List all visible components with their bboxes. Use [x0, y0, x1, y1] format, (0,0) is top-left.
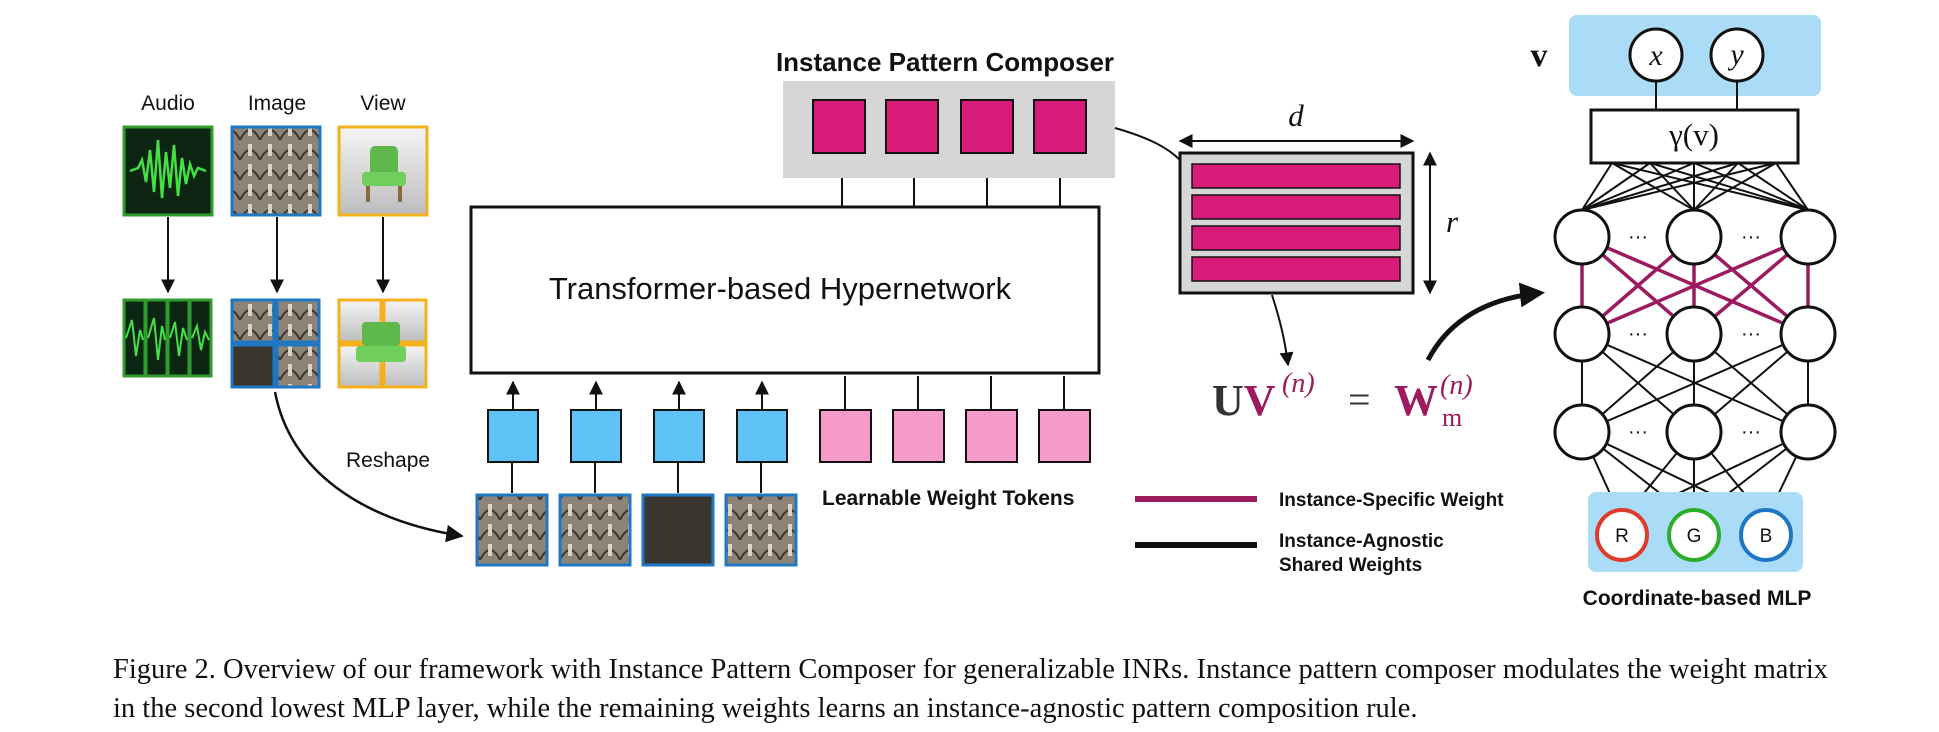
modulation-equation: UV (n) = W (n) m: [1212, 368, 1473, 432]
shared-connection: [1581, 333, 1809, 433]
eq-v: V: [1244, 376, 1276, 425]
image-sample-photo: [230, 125, 322, 217]
neuron-node: [1553, 208, 1611, 266]
view-patches: [337, 298, 428, 389]
encoding-connection: [1581, 162, 1695, 211]
r-symbol: r: [1446, 204, 1459, 239]
neuron-node: [1665, 305, 1723, 363]
output-label-g: G: [1687, 526, 1702, 547]
neuron-node: [1779, 305, 1837, 363]
mlp-title: Coordinate-based MLP: [1583, 587, 1812, 610]
encoding-connection: [1649, 162, 1809, 211]
view-label: View: [360, 92, 406, 115]
encoding-connection: [1581, 162, 1739, 211]
encoding-connection: [1693, 162, 1777, 211]
composer-title: Instance Pattern Composer: [776, 47, 1114, 77]
audio-patches: [122, 298, 213, 378]
image-patches: [230, 298, 321, 389]
eq-w-subscript: m: [1442, 403, 1462, 432]
neuron-node: [1665, 403, 1723, 461]
legend-agnostic-label-1: Instance-Agnostic: [1279, 531, 1444, 552]
neuron-node: [1779, 403, 1837, 461]
eq-w: W: [1394, 376, 1438, 425]
overview-diagram: Audio Image View: [122, 15, 1837, 610]
neuron-ellipsis: ···: [1628, 421, 1648, 443]
neuron-node: [1553, 403, 1611, 461]
encoding-connection: [1775, 162, 1809, 211]
matrix-to-equation-arrow: [1271, 294, 1294, 367]
neuron-node: [1779, 208, 1837, 266]
encoding-connection: [1581, 162, 1613, 211]
output-label-r: R: [1615, 526, 1629, 547]
weight-tokens-label: Learnable Weight Tokens: [822, 487, 1074, 510]
audio-sample-image: [122, 125, 214, 217]
instance-pattern-composer: [783, 81, 1115, 178]
output-label-b: B: [1760, 526, 1773, 547]
equation-to-mlp-arrow: [1425, 282, 1545, 362]
neuron-ellipsis: ···: [1741, 421, 1761, 443]
input-x-node: [1628, 27, 1684, 83]
reshape-label: Reshape: [346, 449, 430, 472]
instance-specific-connection: [1581, 235, 1809, 336]
neuron-node: [1665, 208, 1723, 266]
d-symbol: d: [1288, 98, 1304, 133]
audio-label: Audio: [141, 92, 195, 115]
learnable-weight-tokens: [819, 376, 1091, 463]
neuron-node: [1553, 305, 1611, 363]
output-node-g: [1667, 508, 1721, 562]
composer-connector: [1114, 127, 1181, 161]
eq-v-superscript: (n): [1282, 368, 1315, 399]
eq-equals: =: [1348, 377, 1371, 422]
input-tokens: [487, 380, 788, 493]
figure-caption: Figure 2. Overview of our framework with…: [113, 654, 1829, 724]
svg-text:UV: UV: [1212, 376, 1276, 425]
encoding-connection: [1737, 162, 1809, 211]
neuron-ellipsis: ···: [1741, 323, 1761, 345]
legend-specific-label: Instance-Specific Weight: [1279, 490, 1504, 511]
legend-agnostic-label-2: Shared Weights: [1279, 555, 1422, 576]
mlp-neurons: ··· ··· ··· ··· ··· ···: [1553, 208, 1837, 461]
encoding-connection: [1649, 162, 1695, 211]
neuron-ellipsis: ···: [1628, 323, 1648, 345]
encoding-connection: [1611, 162, 1695, 211]
coordinate-mlp: v x y γ(v) ··· ··· ··· ··· ··· ··· R G B Coordi…: [1531, 15, 1837, 610]
hypernetwork-box: [469, 205, 1101, 375]
neuron-ellipsis: ···: [1628, 226, 1648, 248]
modulation-matrix: [1178, 151, 1415, 295]
positional-encoding-label: γ(v): [1668, 117, 1719, 152]
input-panel: [1569, 15, 1821, 96]
input-x-label: x: [1648, 39, 1663, 72]
output-node-r: [1595, 508, 1649, 562]
encoding-connection: [1693, 162, 1739, 211]
input-y-label: y: [1727, 38, 1744, 71]
encoding-connection: [1611, 162, 1809, 211]
input-v-symbol: v: [1531, 37, 1548, 74]
image-label: Image: [248, 92, 306, 115]
patch-token-images: [475, 493, 798, 567]
encoding-connection: [1581, 162, 1777, 211]
hypernetwork-label: Transformer-based Hypernetwork: [549, 271, 1012, 306]
neuron-ellipsis: ···: [1741, 226, 1761, 248]
eq-w-superscript: (n): [1440, 370, 1473, 401]
eq-u: U: [1212, 376, 1244, 425]
input-y-node: [1709, 27, 1765, 83]
positional-encoding-box: [1589, 108, 1800, 165]
output-node-b: [1739, 508, 1793, 562]
reshape-arrow: [273, 391, 464, 543]
encoding-connection: [1581, 162, 1651, 211]
view-sample-render: [337, 125, 429, 217]
